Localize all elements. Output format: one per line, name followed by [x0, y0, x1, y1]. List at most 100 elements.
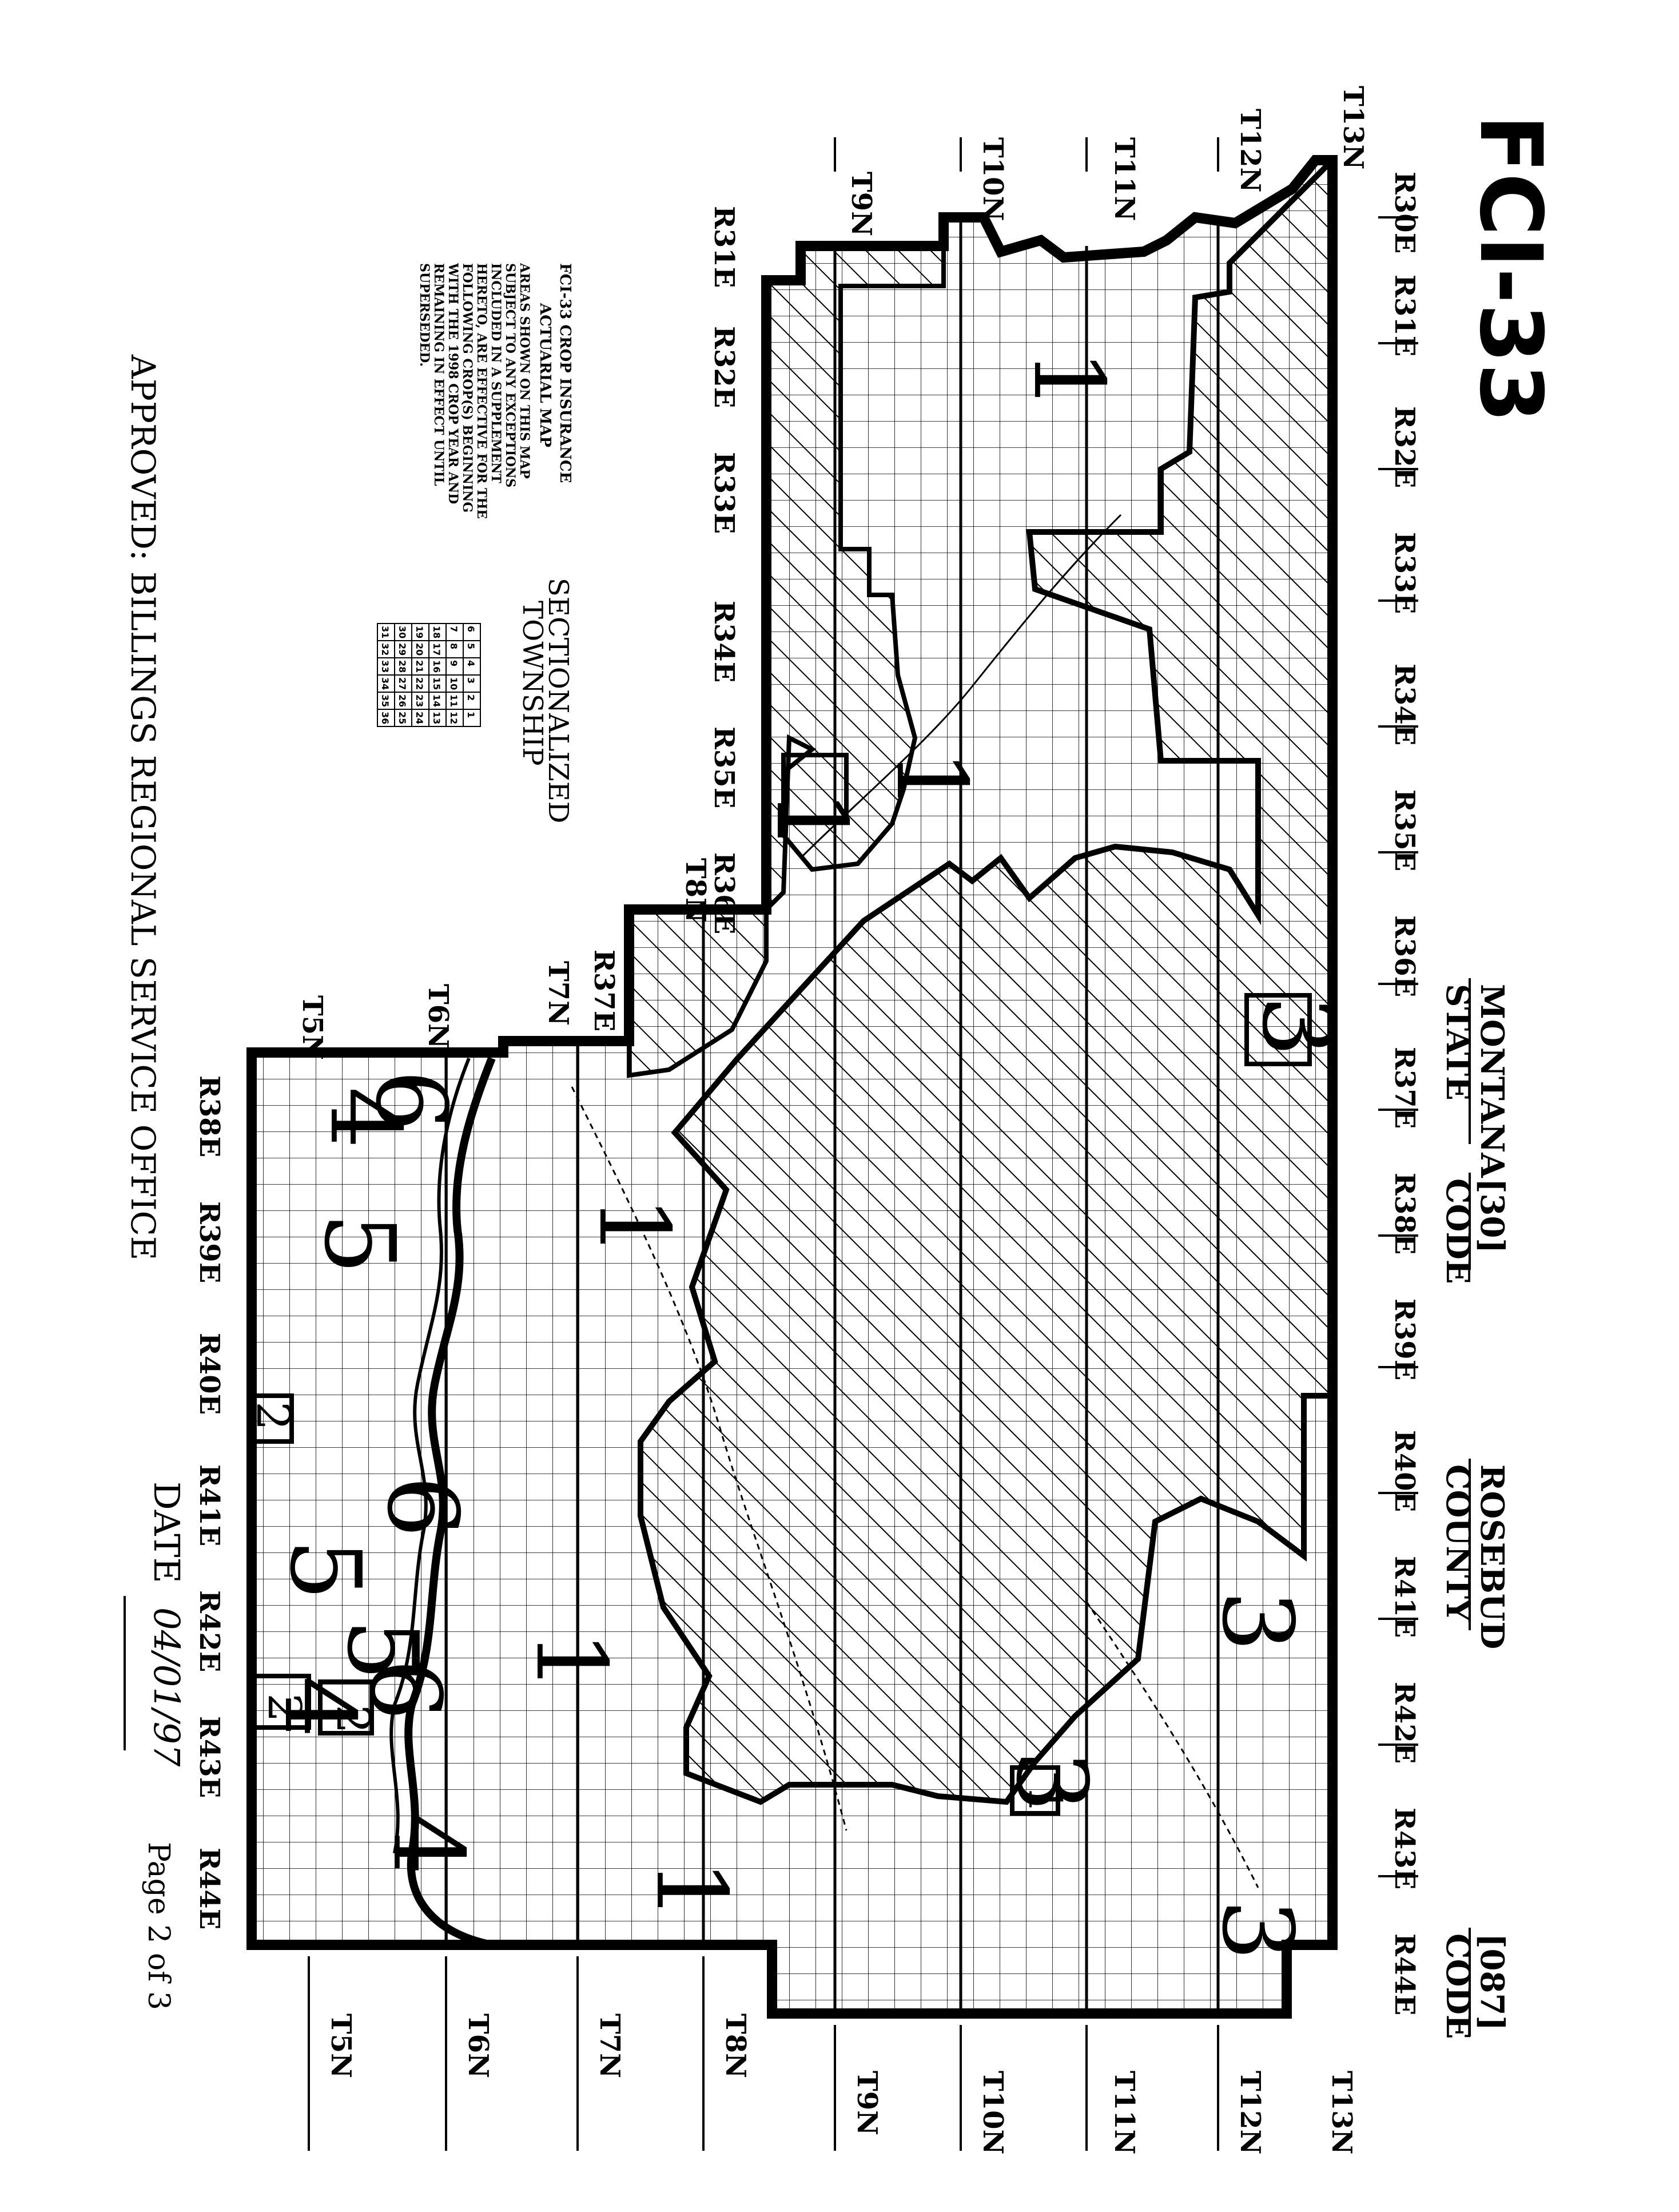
township-key-number: 21 — [414, 660, 425, 673]
area-label: 5 — [268, 1539, 381, 1601]
township-key-number: 33 — [380, 660, 391, 673]
township-key-number: 20 — [414, 643, 425, 656]
notice-line: SUPERSEDED. — [417, 263, 432, 367]
state-code-caption: CODE — [1439, 1178, 1477, 1284]
river-secondary — [389, 1057, 471, 1854]
area-label: 3 — [1200, 1590, 1314, 1652]
township-key-grid: 6543217891011121817161514131920212223243… — [377, 623, 481, 727]
township-key-number: 36 — [380, 712, 391, 724]
state-caption: STATE — [1439, 984, 1477, 1101]
township-lines — [444, 217, 1220, 2014]
notice-line: REMAINING IN EFFECT UNTIL — [431, 263, 446, 486]
area-label: 4 — [371, 1813, 484, 1875]
township-label: T7N — [542, 961, 574, 1026]
label-boxes — [249, 753, 1312, 1816]
township-key-number: 3 — [465, 677, 476, 684]
state-name: MONTANA — [1473, 984, 1511, 1178]
township-key-number: 11 — [448, 694, 459, 707]
range-label: R30E — [1388, 172, 1421, 253]
county-code-caption: CODE — [1439, 1933, 1477, 2039]
range-labels-east: R30E R31E R32E R33E R34E R35E R36E R37E … — [1388, 172, 1421, 2015]
township-label: T8N — [719, 2014, 751, 2078]
yellowstone-river — [404, 1057, 496, 1949]
township-label: T12N — [1234, 2071, 1266, 2154]
township-key-title: SECTIONALIZED — [542, 578, 574, 823]
township-labels-mid: T8N T7N T6N T5N — [296, 858, 711, 1060]
county-code: [087] — [1473, 1933, 1511, 2031]
area-label: 3 — [1240, 995, 1354, 1057]
township-key-number: 8 — [448, 643, 459, 649]
range-label: R34E — [708, 601, 740, 682]
area-label: 1 — [874, 749, 988, 811]
township-key-number: 35 — [380, 694, 391, 707]
range-labels-lower: R38E R39E R40E R41E R42E R43E R44E — [193, 1075, 225, 1929]
township-key-number: 32 — [380, 643, 391, 656]
township-key-number: 1 — [465, 712, 476, 718]
township-key-number: 16 — [431, 660, 442, 673]
township-key-number: 15 — [431, 677, 442, 690]
township-labels-top: T13N T12N T11N T10N T9N — [845, 86, 1369, 236]
area-label: 1 — [634, 1859, 747, 1921]
state-code: [30] — [1473, 1178, 1511, 1253]
creek-2 — [571, 1086, 848, 1831]
township-key-number: 31 — [380, 626, 391, 638]
county-boundary — [246, 155, 1338, 2019]
notice-subtitle: ACTUARIAL MAP — [536, 303, 554, 447]
township-key-number: 30 — [397, 626, 408, 638]
range-label: R41E — [193, 1464, 225, 1546]
township-key-number: 7 — [448, 626, 459, 632]
township-label: T7N — [594, 2014, 626, 2078]
date-label: DATE — [146, 1482, 188, 1583]
creek-1 — [799, 514, 1122, 859]
township-label: T9N — [851, 2071, 883, 2135]
township-key-number: 25 — [397, 712, 408, 724]
township-ticks-top — [834, 137, 1219, 172]
area-label: 1 — [754, 789, 868, 851]
township-key-number: 19 — [414, 626, 425, 638]
township-label: T13N — [1337, 86, 1369, 169]
range-label: R37E — [1388, 1047, 1421, 1129]
area-label: 6 — [365, 1476, 479, 1538]
township-key-number: 14 — [431, 694, 442, 707]
range-labels-west: R31E R32E R33E R34E R35E R36E R37E — [588, 206, 740, 1031]
creek-3 — [1085, 1601, 1259, 1888]
area-label: 5 — [325, 1619, 439, 1681]
township-key-number: 6 — [465, 626, 476, 632]
township-label: T6N — [422, 984, 454, 1049]
area-label: 3 — [1200, 1899, 1314, 1961]
notice-line: HERETO, ARE EFFECTIVE FOR THE — [474, 263, 489, 519]
township-label: T11N — [1108, 2071, 1140, 2154]
township-key-number: 27 — [397, 677, 408, 690]
township-key-number: 34 — [380, 677, 391, 690]
township-labels-bottom: T13N T12N T11N T10N T9N T8N T7N T6N T5N — [325, 2014, 1358, 2154]
range-label: R35E — [708, 726, 740, 808]
township-key-number: 22 — [414, 677, 425, 690]
range-label: R34E — [1388, 664, 1421, 745]
area-label: 2 — [258, 1693, 311, 1722]
area-label: 6 — [354, 1070, 467, 1131]
county-name: ROSEBUD — [1473, 1464, 1511, 1649]
township-label: T8N — [679, 858, 711, 923]
range-label: R37E — [588, 950, 620, 1031]
township-key-number: 5 — [465, 643, 476, 649]
area-label: 1 — [577, 1196, 690, 1257]
township-label: T10N — [977, 137, 1009, 221]
area-label: 5 — [303, 1213, 416, 1274]
area-label: 1 — [514, 1630, 627, 1692]
range-label: R43E — [193, 1716, 225, 1798]
notice-line: WITH THE 1998 CROP YEAR AND — [445, 263, 460, 504]
range-label: R33E — [708, 452, 740, 534]
township-ticks-bottom — [308, 1956, 1219, 2151]
township-label: T12N — [1234, 109, 1266, 192]
range-ticks-east — [1378, 216, 1418, 1877]
range-label: R31E — [708, 206, 740, 288]
range-label: R42E — [193, 1590, 225, 1672]
notice-title: FCI-33 CROP INSURANCE — [556, 263, 574, 483]
township-key-cell — [377, 709, 395, 727]
township-key-number: 24 — [414, 712, 425, 724]
township-label: T9N — [845, 172, 877, 236]
township-key-number: 10 — [448, 677, 459, 690]
form-title: FCI-33 — [1461, 114, 1560, 423]
hatched-area-north — [638, 160, 1332, 1805]
area-label: 6 — [348, 1659, 461, 1721]
